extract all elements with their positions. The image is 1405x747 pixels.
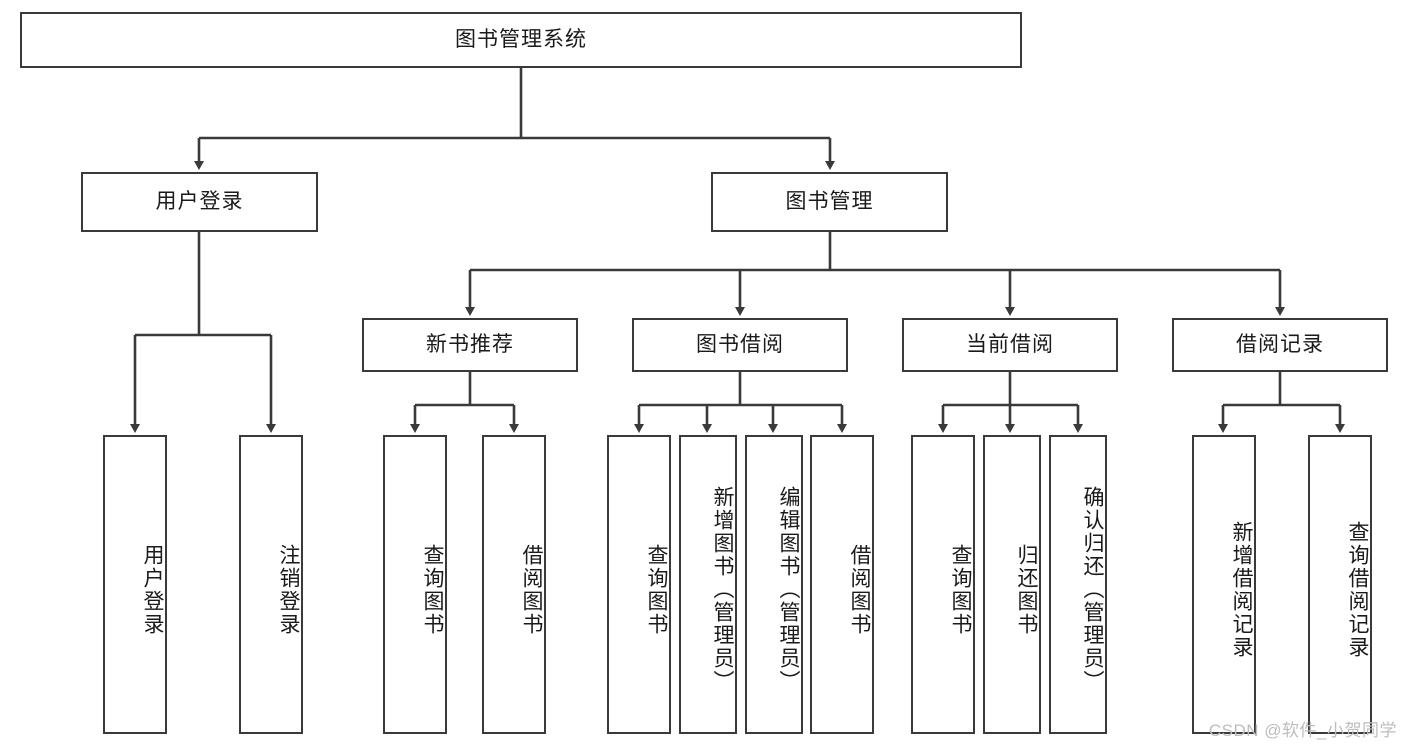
leaf-borrow-query-book[interactable]: 查询图书	[607, 435, 671, 734]
node-label: 归还图书	[1015, 543, 1038, 636]
leaf-record-query-record[interactable]: 查询借阅记录	[1308, 435, 1372, 734]
node-label: 确认归还（管理员）	[1081, 486, 1104, 693]
node-root-system[interactable]: 图书管理系统	[20, 12, 1022, 68]
node-borrow-record[interactable]: 借阅记录	[1172, 318, 1388, 372]
node-label: 借阅图书	[520, 543, 543, 636]
leaf-record-add-record[interactable]: 新增借阅记录	[1192, 435, 1256, 734]
leaf-user-login-signin[interactable]: 用户登录	[103, 435, 167, 734]
node-label: 图书借阅	[696, 332, 784, 356]
leaf-borrow-borrow-book[interactable]: 借阅图书	[810, 435, 874, 734]
node-label: 图书管理系统	[455, 27, 587, 51]
node-book-borrow[interactable]: 图书借阅	[632, 318, 848, 372]
node-label: 新增图书（管理员）	[711, 486, 734, 693]
node-user-login[interactable]: 用户登录	[81, 172, 318, 232]
node-current-borrow[interactable]: 当前借阅	[902, 318, 1118, 372]
node-label: 查询图书	[421, 543, 444, 636]
node-label: 用户登录	[155, 189, 244, 213]
node-label: 注销登录	[277, 543, 300, 636]
node-label: 图书管理	[785, 189, 874, 213]
node-label: 查询图书	[949, 543, 972, 636]
leaf-current-confirm-return[interactable]: 确认归还（管理员）	[1049, 435, 1107, 734]
node-label: 借阅图书	[848, 543, 871, 636]
node-book-management[interactable]: 图书管理	[711, 172, 948, 232]
node-label: 查询借阅记录	[1346, 520, 1369, 659]
leaf-borrow-add-book[interactable]: 新增图书（管理员）	[679, 435, 737, 734]
leaf-current-return-book[interactable]: 归还图书	[983, 435, 1041, 734]
node-new-book-recommend[interactable]: 新书推荐	[362, 318, 578, 372]
node-label: 新增借阅记录	[1230, 520, 1253, 659]
leaf-current-query-book[interactable]: 查询图书	[911, 435, 975, 734]
node-label: 查询图书	[645, 543, 668, 636]
node-label: 借阅记录	[1236, 332, 1324, 356]
leaf-user-login-signout[interactable]: 注销登录	[239, 435, 303, 734]
node-label: 编辑图书（管理员）	[777, 486, 800, 693]
node-label: 新书推荐	[426, 332, 514, 356]
watermark-text: CSDN @软件_小贺同学	[1208, 721, 1397, 740]
node-label: 当前借阅	[966, 332, 1054, 356]
node-label: 用户登录	[141, 543, 164, 636]
leaf-recommend-query-book[interactable]: 查询图书	[383, 435, 447, 734]
leaf-recommend-borrow-book[interactable]: 借阅图书	[482, 435, 546, 734]
leaf-borrow-edit-book[interactable]: 编辑图书（管理员）	[745, 435, 803, 734]
